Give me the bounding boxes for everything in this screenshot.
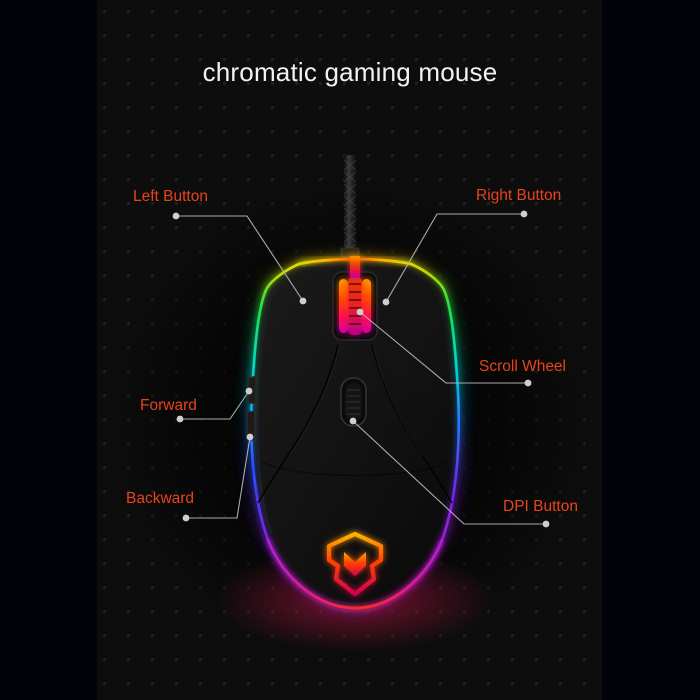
callout-label-backward: Backward bbox=[126, 490, 195, 507]
mouse-body bbox=[249, 257, 461, 610]
callout-label-dpi-button: DPI Button bbox=[503, 498, 578, 515]
callout-label-scroll-wheel: Scroll Wheel bbox=[479, 358, 566, 375]
leader-right-button bbox=[385, 213, 524, 303]
callout-label-forward: Forward bbox=[140, 397, 197, 414]
leader-backward bbox=[186, 436, 251, 519]
callout-label-left-button: Left Button bbox=[133, 188, 208, 205]
leader-endpoint-dots bbox=[172, 210, 550, 528]
leader-dpi-button bbox=[352, 420, 546, 525]
brand-logo bbox=[326, 531, 384, 597]
callout-label-right-button: Right Button bbox=[476, 187, 562, 204]
left-mouse-button[interactable] bbox=[253, 262, 352, 402]
leader-left-button bbox=[176, 215, 304, 302]
scroll-wheel[interactable] bbox=[332, 256, 378, 341]
page-title: chromatic gaming mouse bbox=[202, 57, 498, 87]
right-mouse-button[interactable] bbox=[358, 262, 457, 402]
left-border-band bbox=[0, 0, 97, 700]
leader-forward bbox=[180, 390, 250, 420]
dpi-button[interactable] bbox=[340, 377, 367, 427]
right-border-band bbox=[602, 0, 700, 700]
leader-scroll-wheel bbox=[359, 311, 528, 384]
side-buttons[interactable] bbox=[246, 375, 257, 442]
